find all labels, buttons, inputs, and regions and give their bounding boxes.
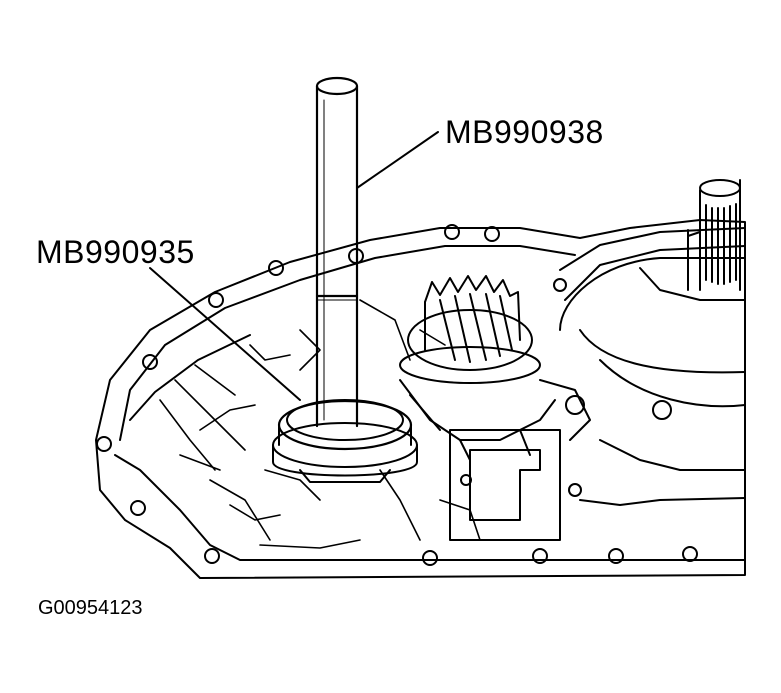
drive-gear <box>399 275 556 461</box>
figure-id: G00954123 <box>38 597 143 619</box>
installer-handle <box>315 76 359 428</box>
seal-installer-base <box>272 399 418 483</box>
callout-mb990935: MB990935 <box>36 234 195 270</box>
output-assembly <box>539 179 746 506</box>
callout-mb990938: MB990938 <box>445 114 604 150</box>
leader-line-mb990935 <box>149 267 301 401</box>
transmission-case <box>95 219 746 579</box>
leader-lines <box>149 131 439 401</box>
leader-line-mb990938 <box>356 131 439 189</box>
bracket-plate <box>449 429 561 541</box>
case-ribs <box>159 299 481 549</box>
